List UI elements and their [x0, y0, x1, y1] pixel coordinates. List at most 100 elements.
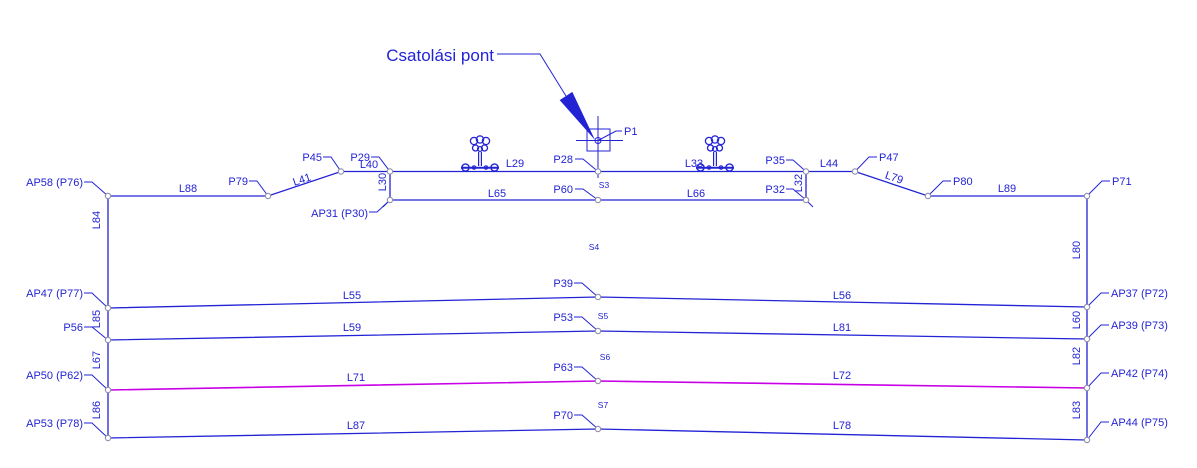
node-marker	[386, 196, 394, 204]
point-label-p32: P32	[765, 184, 785, 196]
leader-p56	[84, 326, 109, 341]
leader-p29	[371, 156, 391, 172]
wire-label-l80: L80	[1071, 241, 1083, 259]
leader-p1	[597, 130, 622, 141]
callout-arrow	[497, 53, 595, 140]
leader-p39	[574, 282, 599, 298]
point-label-p28: P28	[553, 154, 573, 166]
leader-p80	[927, 180, 951, 197]
wire-label-l41: L41	[291, 172, 312, 189]
point-label-p56: P56	[63, 322, 83, 334]
wire-label-l33: L33	[685, 158, 703, 170]
tensioner-pole	[478, 152, 482, 166]
wire-label-l71: L71	[347, 372, 365, 384]
wire-label-l85: L85	[91, 310, 103, 328]
wire-label-l84: L84	[91, 211, 103, 229]
node-marker	[594, 168, 602, 175]
point-label-ap47: AP47 (P77)	[26, 288, 83, 300]
leader-p63	[574, 366, 599, 382]
node-marker	[104, 386, 112, 394]
wire-label-l60: L60	[1071, 311, 1083, 329]
wire-label-l55: L55	[343, 290, 361, 302]
section-label-s7: S7	[598, 400, 609, 410]
point-label-p70: P70	[553, 410, 573, 422]
pulley	[711, 145, 719, 153]
point-label-ap37: AP37 (P72)	[1111, 288, 1168, 300]
leader-ap37	[1086, 292, 1109, 308]
node-marker	[337, 168, 345, 175]
point-label-ap31: AP31 (P30)	[311, 208, 368, 220]
wire-label-l72: L72	[833, 370, 851, 382]
leader-ap39	[1086, 324, 1109, 340]
pulley	[476, 145, 484, 153]
callout-label: Csatolási pont	[386, 46, 494, 65]
point-label-p39: P39	[553, 278, 573, 290]
node-marker	[594, 327, 602, 335]
node-marker	[1083, 335, 1091, 343]
point-label-ap50: AP50 (P62)	[26, 370, 83, 382]
node-marker	[1083, 192, 1091, 200]
wire-label-l40: L40	[360, 159, 378, 171]
wire-label-l78: L78	[833, 420, 851, 432]
leader-ap42	[1086, 372, 1109, 389]
leader-p32	[786, 188, 807, 201]
leader-ap50	[84, 374, 109, 391]
pulley	[475, 135, 485, 144]
wire-label-l30: L30	[377, 173, 389, 191]
wire-label-l82: L82	[1071, 347, 1083, 365]
node-marker	[104, 192, 112, 200]
tensioner-fitting	[718, 165, 724, 170]
wire-label-l65: L65	[488, 188, 506, 200]
wire-label-l59: L59	[343, 322, 361, 334]
point-label-ap44: AP44 (P75)	[1111, 417, 1168, 429]
pulley	[706, 144, 715, 152]
section-label-s3: S3	[599, 180, 610, 190]
leader-ap53	[84, 422, 109, 439]
tensioner-pulley-cluster	[469, 135, 491, 153]
pulley	[716, 136, 726, 146]
wire-label-l88: L88	[179, 183, 197, 195]
section-label-s6: S6	[600, 352, 611, 362]
tensioner-wheel	[725, 163, 734, 172]
leader-p70	[574, 414, 599, 430]
wire-label-l44: L44	[820, 158, 838, 170]
leader-p35	[786, 159, 807, 172]
wire-label-l29: L29	[506, 158, 524, 170]
callout-arrowhead	[559, 91, 595, 140]
node-marker	[802, 168, 810, 175]
point-label-p63: P63	[553, 362, 573, 374]
point-label-p1: P1	[624, 126, 637, 138]
node-marker	[1083, 436, 1091, 444]
tensioner-pole	[713, 152, 717, 166]
section-label-s5: S5	[598, 311, 609, 321]
pulley	[471, 144, 480, 152]
leader-ap44	[1086, 421, 1109, 441]
leader-p45	[323, 156, 342, 172]
node-marker	[594, 293, 602, 301]
leader-p53	[574, 316, 599, 332]
point-label-p80: P80	[953, 176, 973, 188]
coupling-center-circle	[594, 137, 602, 144]
tensioner-fitting	[471, 165, 477, 170]
wire-label-l86: L86	[91, 401, 103, 419]
node-marker	[594, 377, 602, 385]
node-marker	[1083, 384, 1091, 392]
wire-label-l67: L67	[91, 351, 103, 369]
wire-label-l83: L83	[1071, 401, 1083, 419]
node-marker	[594, 425, 602, 433]
wire-label-l32: L32	[793, 174, 805, 192]
node-marker	[386, 168, 394, 175]
leader-ap31	[369, 199, 391, 213]
node-marker	[104, 304, 112, 312]
point-label-ap42: AP42 (P74)	[1111, 368, 1168, 380]
tensioner-wheel	[490, 163, 499, 172]
nodes-group	[104, 168, 1091, 444]
wire-label-l56: L56	[833, 290, 851, 302]
point-label-p45: P45	[302, 152, 322, 164]
point-label-p29: P29	[350, 152, 370, 164]
tensioner-wheel	[696, 163, 705, 172]
node-marker	[1083, 303, 1091, 311]
point-label-ap53: AP53 (P78)	[26, 418, 83, 430]
coupling-point-symbol	[576, 116, 623, 178]
pulley	[704, 136, 714, 146]
